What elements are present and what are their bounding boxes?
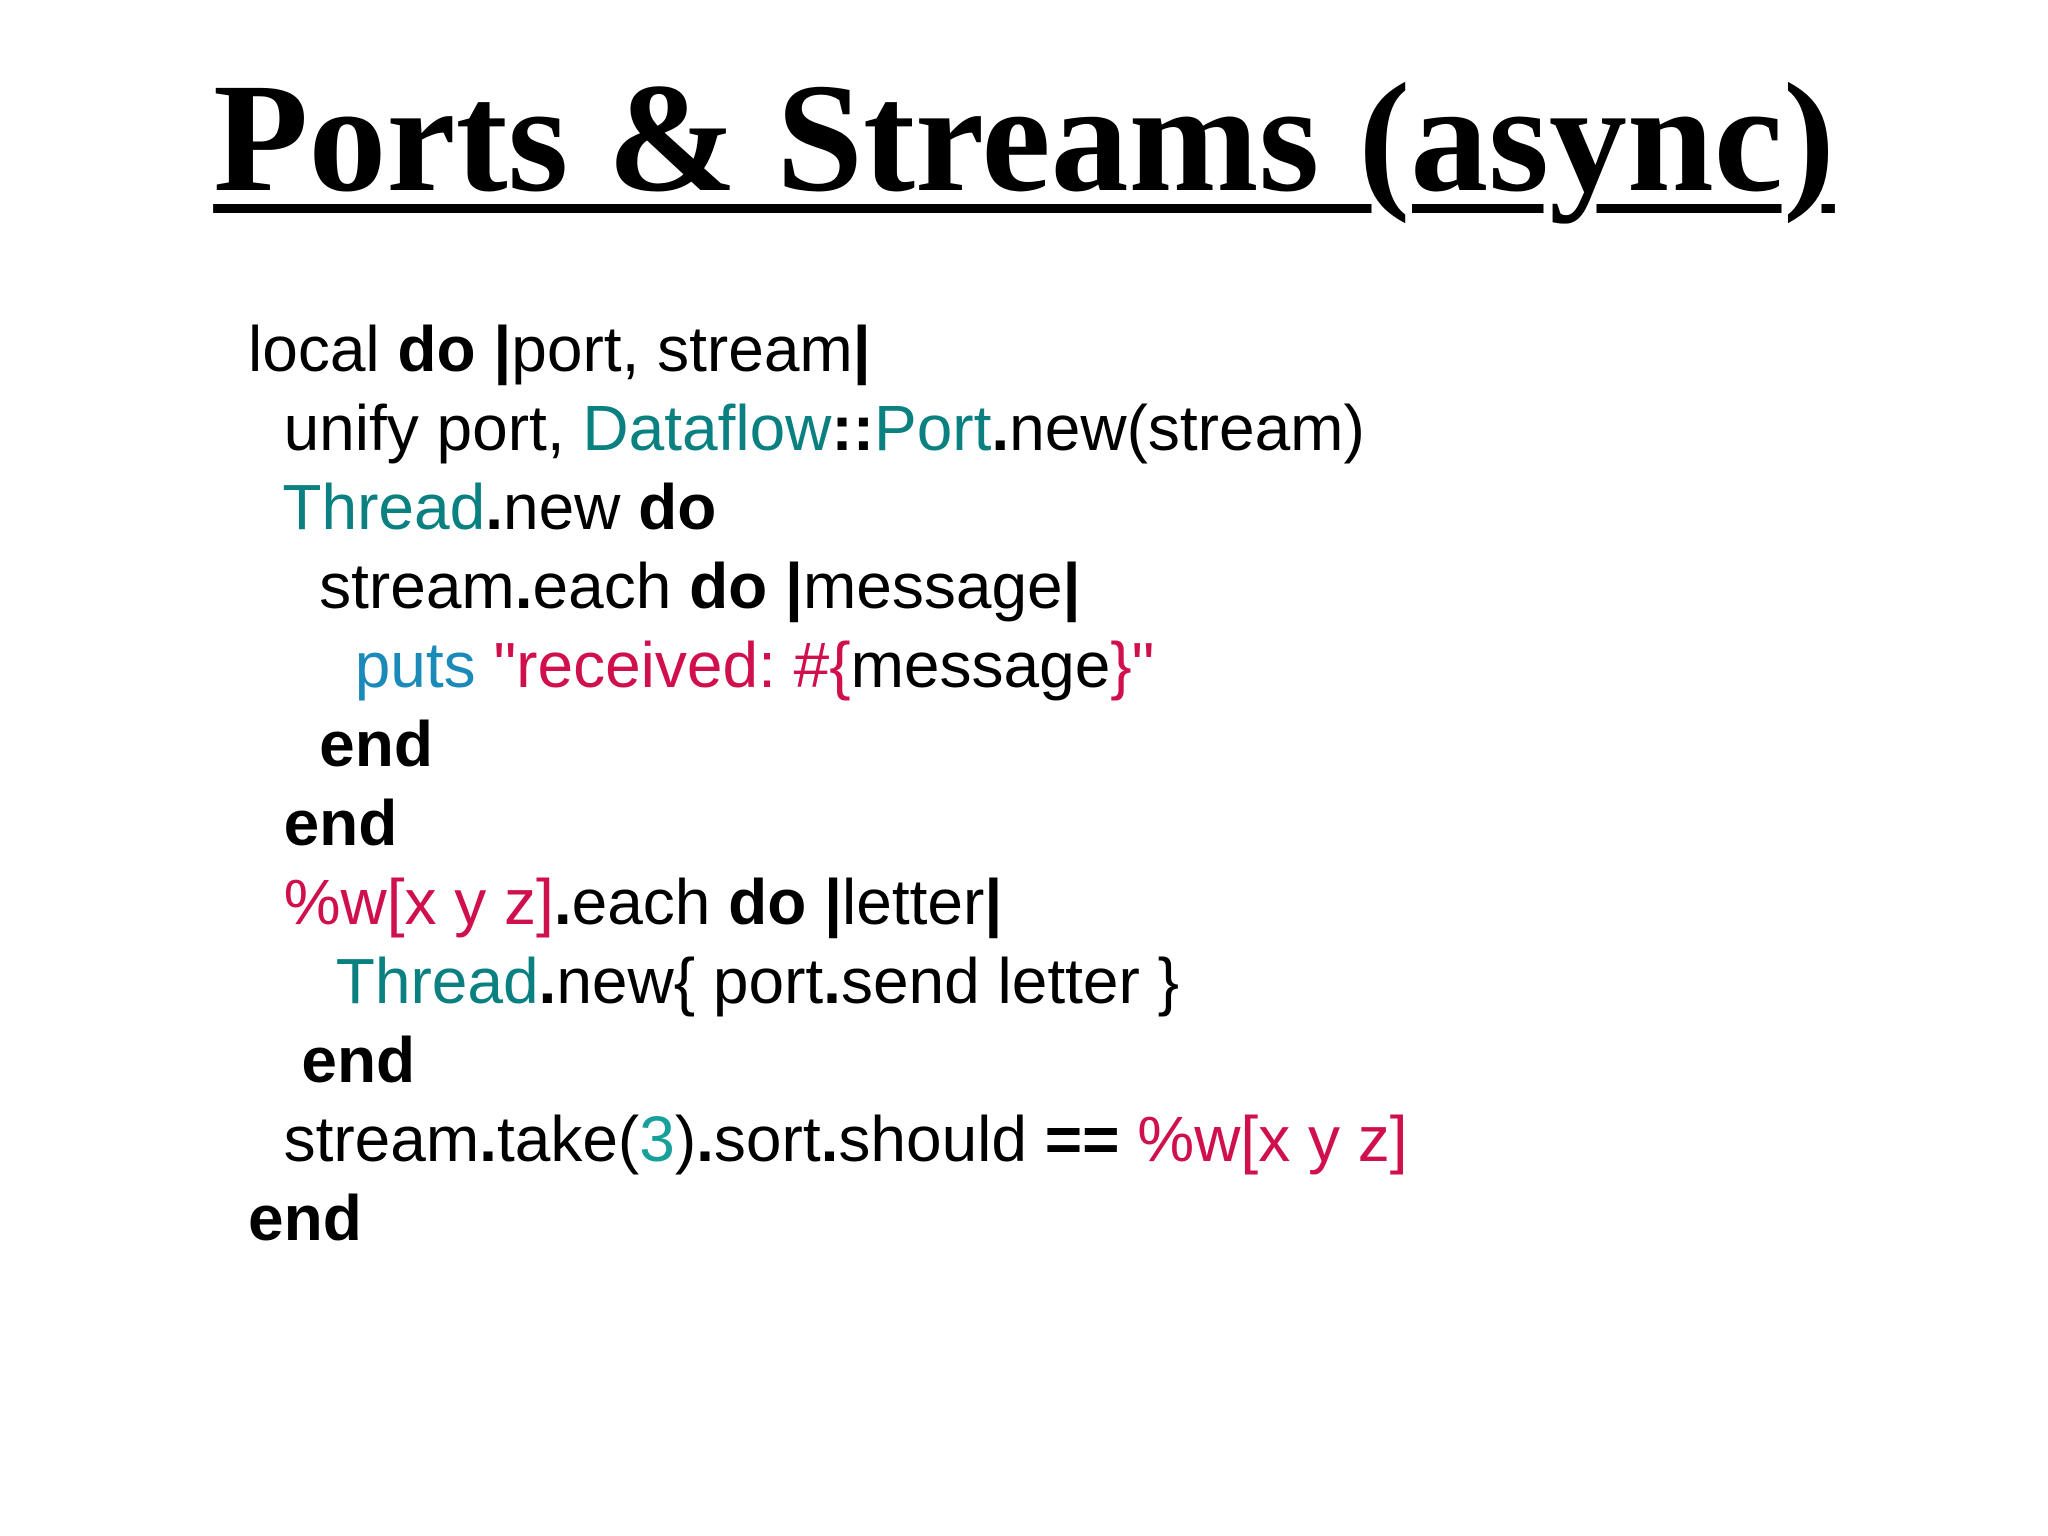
code-token: puts bbox=[354, 629, 476, 701]
code-line: end bbox=[248, 784, 1408, 863]
code-line: Thread.new{ port.send letter } bbox=[248, 942, 1408, 1021]
code-token: local bbox=[248, 313, 398, 385]
code-token bbox=[767, 550, 785, 622]
code-token bbox=[248, 866, 284, 938]
code-token: == bbox=[1044, 1103, 1120, 1175]
code-token: do bbox=[689, 550, 768, 622]
code-line: stream.take(3).sort.should == %w[x y z] bbox=[248, 1100, 1408, 1179]
code-line: end bbox=[248, 705, 1408, 784]
code-token: Dataflow bbox=[582, 392, 832, 464]
code-token: do bbox=[397, 313, 476, 385]
code-token bbox=[248, 945, 336, 1017]
code-token: | bbox=[824, 866, 843, 938]
code-token: | bbox=[984, 866, 1003, 938]
code-line: Thread.new do bbox=[248, 468, 1408, 547]
code-token bbox=[248, 471, 282, 543]
code-line: local do |port, stream| bbox=[248, 310, 1408, 389]
code-token: new(stream) bbox=[1009, 392, 1365, 464]
code-token: Thread bbox=[335, 945, 539, 1017]
code-token: Thread bbox=[282, 471, 486, 543]
code-token: each bbox=[532, 550, 690, 622]
code-line: stream.each do |message| bbox=[248, 547, 1408, 626]
code-token: . bbox=[820, 1103, 839, 1175]
code-token: %w[x y z] bbox=[1137, 1103, 1408, 1175]
code-token: port, stream bbox=[511, 313, 853, 385]
code-token bbox=[248, 708, 319, 780]
code-token: take( bbox=[496, 1103, 640, 1175]
code-token: | bbox=[1062, 550, 1081, 622]
code-line: unify port, Dataflow::Port.new(stream) bbox=[248, 389, 1408, 468]
code-token bbox=[248, 1024, 301, 1096]
code-token: | bbox=[493, 313, 512, 385]
code-token: . bbox=[479, 1103, 497, 1175]
code-line: puts "received: #{message}" bbox=[248, 626, 1408, 705]
code-block: local do |port, stream| unify port, Data… bbox=[248, 310, 1408, 1258]
code-token bbox=[248, 787, 284, 859]
code-token: 3 bbox=[639, 1103, 675, 1175]
code-token: new bbox=[502, 471, 639, 543]
code-token: do bbox=[728, 866, 807, 938]
slide-title-text: Ports & Streams (async) bbox=[213, 51, 1835, 224]
code-token: . bbox=[514, 550, 533, 622]
code-token: . bbox=[553, 866, 572, 938]
code-token: end bbox=[248, 1182, 362, 1254]
code-token: end bbox=[301, 1024, 416, 1096]
code-token: }" bbox=[1110, 629, 1155, 701]
code-token: should bbox=[838, 1103, 1045, 1175]
code-token: sort bbox=[713, 1103, 821, 1175]
code-token: send letter } bbox=[840, 945, 1179, 1017]
code-token: end bbox=[283, 787, 398, 859]
code-token: stream bbox=[248, 550, 515, 622]
code-token: | bbox=[852, 313, 871, 385]
code-token: . bbox=[991, 392, 1010, 464]
code-token: . bbox=[823, 945, 841, 1017]
code-token: :: bbox=[831, 392, 874, 464]
code-token bbox=[248, 629, 355, 701]
code-token: new{ port bbox=[556, 945, 824, 1017]
code-token bbox=[1120, 1103, 1138, 1175]
code-token: Port bbox=[874, 392, 992, 464]
code-token: | bbox=[785, 550, 803, 622]
code-token: letter bbox=[842, 866, 985, 938]
code-token: stream bbox=[248, 1103, 480, 1175]
code-token: unify port, bbox=[248, 392, 583, 464]
slide-title: Ports & Streams (async) bbox=[0, 60, 2048, 216]
code-token: message bbox=[850, 629, 1111, 701]
code-token: end bbox=[319, 708, 433, 780]
code-token: "received: #{ bbox=[493, 629, 851, 701]
code-token: each bbox=[571, 866, 729, 938]
code-token: message bbox=[802, 550, 1063, 622]
code-token bbox=[476, 629, 494, 701]
code-line: end bbox=[248, 1179, 1408, 1258]
code-token: . bbox=[696, 1103, 714, 1175]
code-token: . bbox=[485, 471, 503, 543]
code-line: end bbox=[248, 1021, 1408, 1100]
code-token bbox=[476, 313, 494, 385]
code-token bbox=[806, 866, 824, 938]
code-token: . bbox=[538, 945, 557, 1017]
code-token: %w[x y z] bbox=[283, 866, 554, 938]
code-line: %w[x y z].each do |letter| bbox=[248, 863, 1408, 942]
code-token: do bbox=[638, 471, 717, 543]
code-token: ) bbox=[674, 1103, 697, 1175]
